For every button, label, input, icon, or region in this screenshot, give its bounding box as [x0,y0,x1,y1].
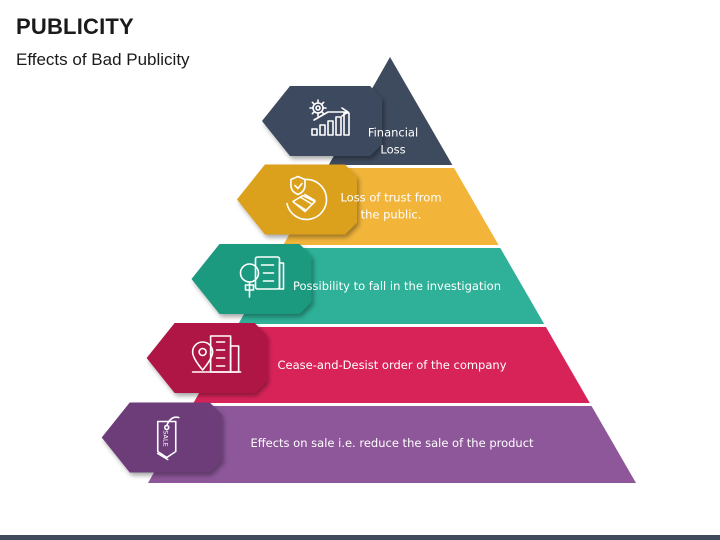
level-tab-5: SALE [101,402,222,473]
sale-tag-icon: SALE [156,416,180,461]
level-tab-3 [191,244,312,314]
document-magnifier-icon [239,256,285,298]
sale-tag-label: SALE [162,430,170,446]
level-4-text-line-1: Cease-and-Desist order of the company [277,358,506,372]
level-3-text-line-1: Possibility to fall in the investigation [293,279,501,293]
building-location-icon [191,335,242,373]
level-1-text-line-1: Financial [368,126,418,140]
pyramid-level-3 [238,248,545,324]
page-subtitle: Effects of Bad Publicity [16,50,190,69]
handshake-shield-icon [286,175,328,221]
level-tab-2 [236,164,357,235]
level-1-text-line-2: Loss [380,143,405,157]
level-5-text-line-1: Effects on sale i.e. reduce the sale of … [250,436,534,450]
level-tab-1 [262,86,382,156]
level-2-text-line-1: Loss of trust from [340,191,441,205]
level-tab-4 [146,323,267,393]
page-title: PUBLICITY [16,14,134,39]
pyramid-level-5 [148,406,636,483]
pyramid-level-4 [193,327,590,403]
level-2-text-line-2: the public. [361,208,422,222]
gear-chart-icon [309,99,350,136]
footer-bar [0,535,720,540]
